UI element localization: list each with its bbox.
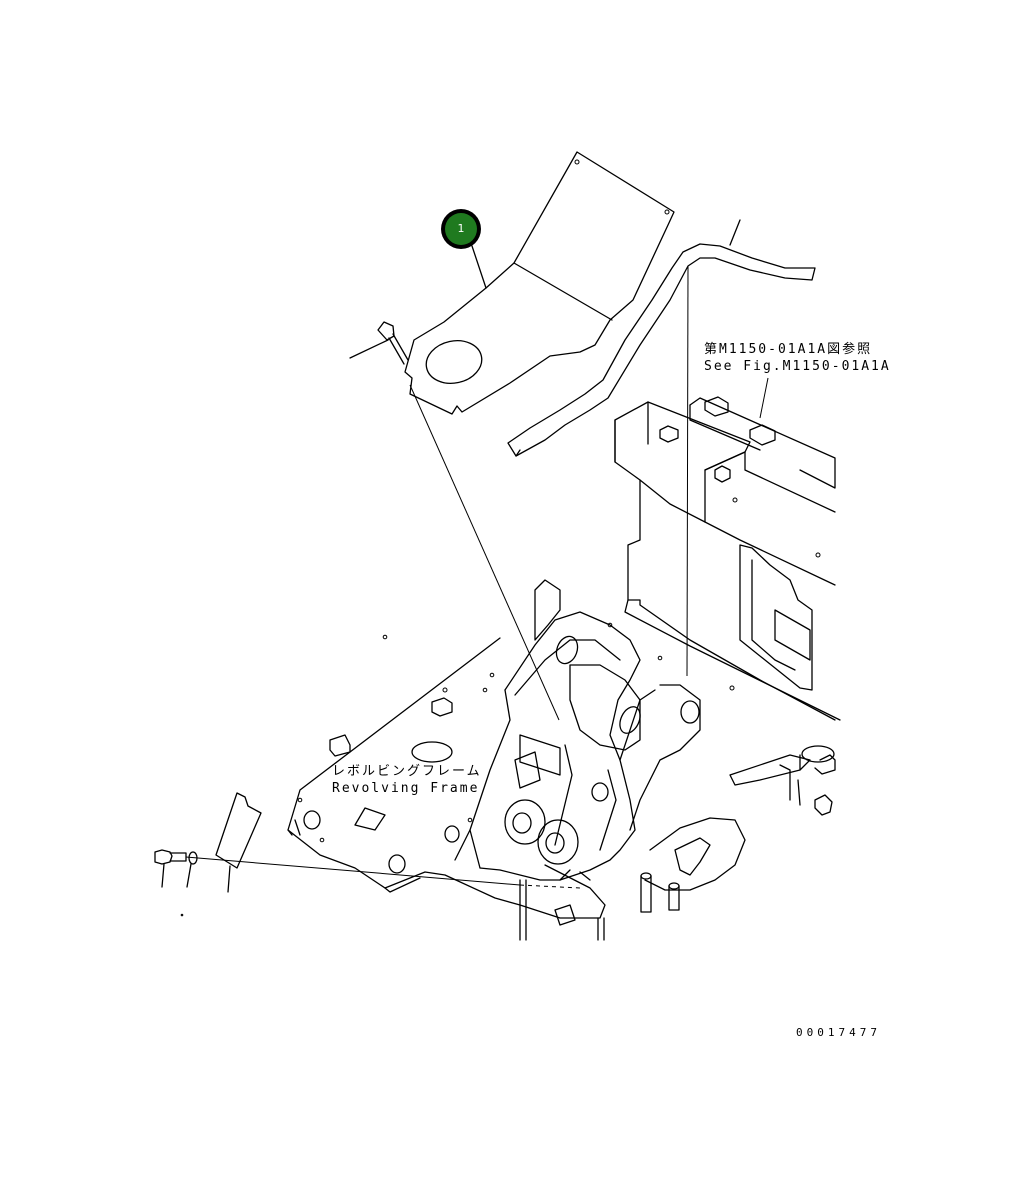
frame-label-ja: レボルビングフレーム [332,764,482,779]
side-plate-hardware [154,792,521,917]
cover-plate [404,151,675,415]
drawing-number: 00017477 [796,1026,881,1039]
cover-bolt [349,321,409,365]
reference-note-en: See Fig.M1150-01A1A [704,359,891,374]
callout-number: 1 [445,213,477,245]
part-callout-1[interactable]: 1 [441,209,481,249]
frame-label-en: Revolving Frame [332,781,480,796]
rear-frame-structure [614,396,841,721]
revolving-frame [287,579,701,941]
curved-rail [507,219,816,457]
rear-components [559,745,836,913]
reference-note-ja: 第M1150-01A1A図参照 [704,342,873,357]
